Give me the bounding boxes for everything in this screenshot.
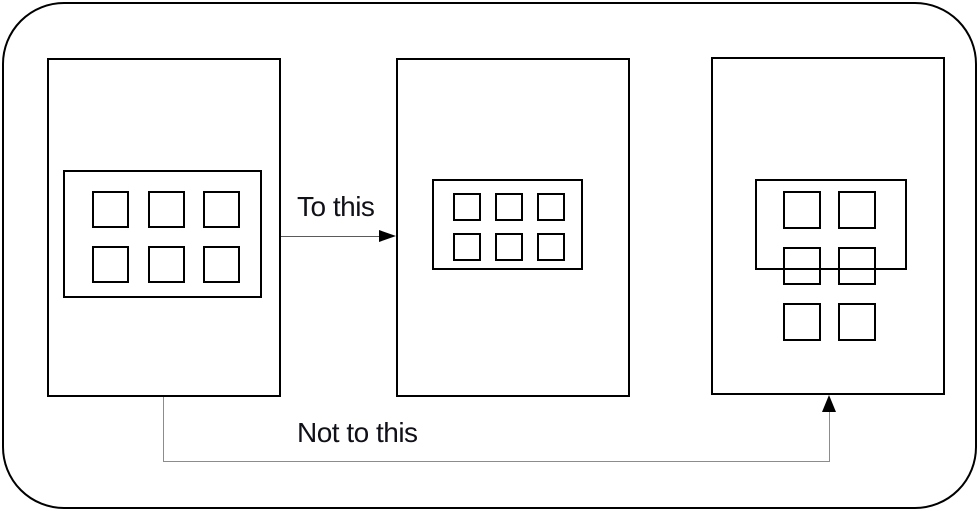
not-to-this-label: Not to this — [297, 417, 418, 448]
not-to-this-arrow-line-down — [163, 397, 164, 462]
content-square — [783, 303, 821, 341]
content-square — [537, 193, 565, 221]
content-square — [838, 191, 876, 229]
content-square — [203, 246, 240, 283]
content-square — [453, 233, 481, 261]
content-square — [783, 247, 821, 285]
to-this-arrowhead-icon — [379, 230, 396, 242]
content-square — [147, 246, 185, 283]
content-square — [203, 191, 240, 228]
to-this-arrow-line — [281, 236, 380, 237]
not-to-this-arrow-line-across — [163, 461, 830, 462]
squares-grid-reflow-correct — [453, 193, 565, 261]
page-original — [47, 58, 281, 397]
content-square — [495, 193, 523, 221]
content-square — [537, 233, 565, 261]
content-square — [838, 247, 876, 285]
content-square — [147, 191, 185, 228]
squares-grid-original — [92, 191, 240, 283]
content-square — [495, 233, 523, 261]
not-to-this-arrow-line-up — [829, 410, 830, 462]
content-square — [453, 193, 481, 221]
squares-grid-overflow-incorrect — [783, 191, 876, 341]
page-reflow-correct — [396, 58, 630, 397]
content-square — [783, 191, 821, 229]
content-square — [92, 246, 129, 283]
content-container-original — [63, 170, 262, 298]
content-container-overflow-incorrect — [755, 179, 907, 270]
not-to-this-arrowhead-icon — [822, 395, 836, 412]
content-container-reflow-correct — [432, 179, 583, 270]
page-overflow-incorrect — [711, 57, 945, 395]
to-this-label: To this — [297, 191, 375, 222]
content-square — [838, 303, 876, 341]
content-square — [92, 191, 129, 228]
